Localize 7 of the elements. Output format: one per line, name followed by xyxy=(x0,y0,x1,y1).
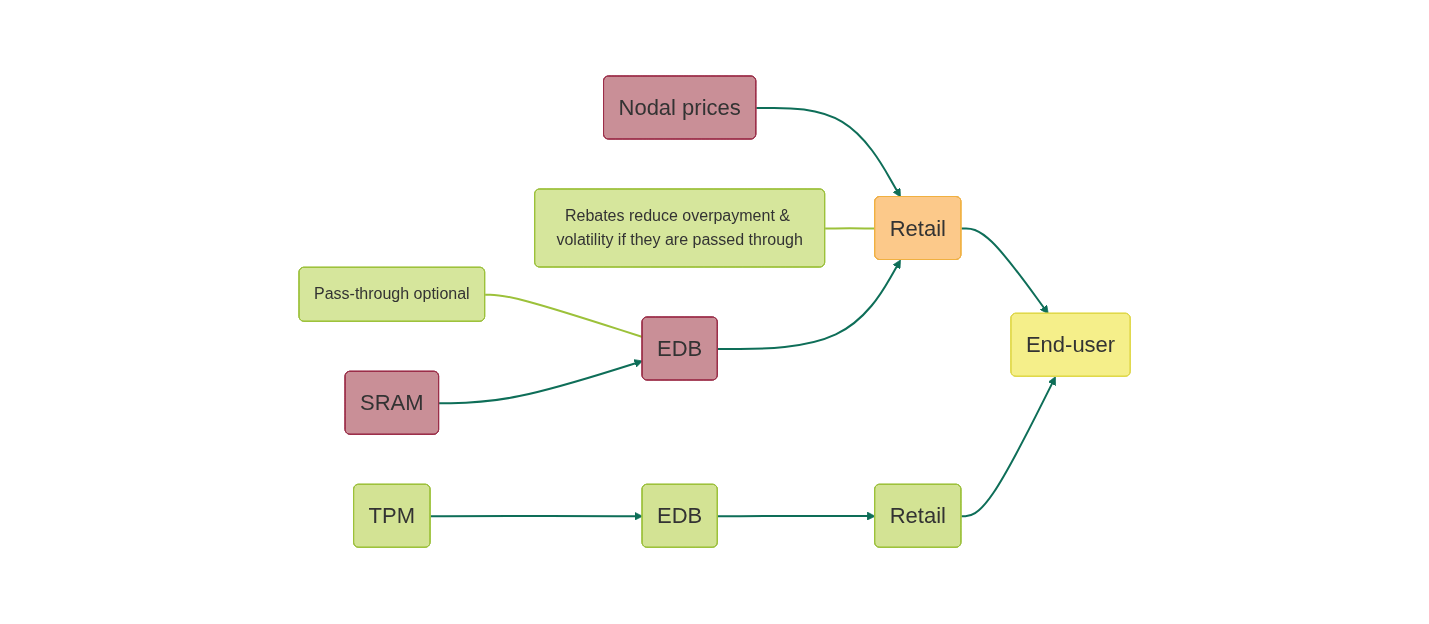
arrow xyxy=(960,227,1049,315)
arrow xyxy=(755,107,901,198)
arrow xyxy=(438,359,643,405)
arrow xyxy=(429,512,643,521)
arrow xyxy=(716,260,901,351)
arrow xyxy=(960,376,1056,518)
arrow xyxy=(716,512,876,521)
